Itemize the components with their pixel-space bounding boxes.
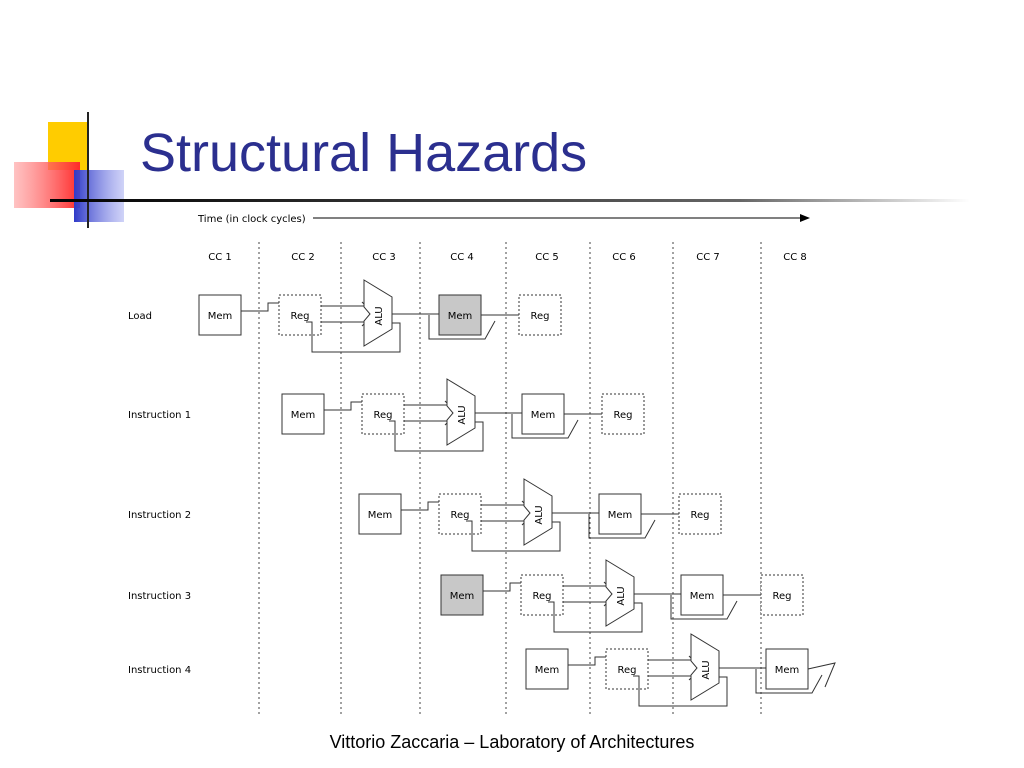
mem-stage-box: [281, 393, 325, 435]
slide-title: Structural Hazards: [140, 123, 588, 183]
mem-stage-box: [440, 574, 484, 616]
title-underline: [50, 199, 970, 202]
logo-blue-square: [74, 170, 124, 222]
connector-line: [324, 401, 362, 411]
reg-stage-box: [278, 294, 322, 336]
reg-stage-label: Reg: [531, 311, 550, 322]
reg-stage-box: [760, 574, 804, 616]
alu-stage-label: ALU: [534, 505, 545, 524]
reg-stage-label: Reg: [614, 410, 633, 421]
mem-stage-label: Mem: [450, 591, 475, 602]
alu-stage-label: ALU: [457, 405, 468, 424]
mem-stage-label: Mem: [291, 410, 316, 421]
instruction-label: Instruction 1: [128, 410, 191, 421]
reg-stage-label: Reg: [773, 591, 792, 602]
connector-line: [466, 520, 561, 552]
reg-stage-box: [438, 493, 482, 535]
connector-line: [755, 669, 823, 694]
decorative-logo: [14, 112, 124, 228]
connector-line: [548, 601, 643, 633]
reg-stage-box: [520, 574, 564, 616]
clock-cycle-label: CC 5: [535, 252, 559, 263]
clock-cycle-label: CC 1: [208, 252, 232, 263]
mem-stage-label: Mem: [775, 665, 800, 676]
reg-stage-label: Reg: [451, 510, 470, 521]
time-axis-arrowhead: [800, 214, 810, 222]
connector-line: [588, 514, 656, 539]
connector-line: [568, 656, 606, 666]
connector-line: [401, 501, 439, 511]
mem-stage-label: Mem: [368, 510, 393, 521]
reg-stage-label: Reg: [374, 410, 393, 421]
alu-stage-shape: [523, 478, 553, 546]
clock-cycle-label: CC 6: [612, 252, 636, 263]
connector-line: [428, 315, 496, 340]
mem-stage-label: Mem: [690, 591, 715, 602]
connector-line: [807, 662, 836, 688]
reg-stage-label: Reg: [533, 591, 552, 602]
alu-stage-shape: [446, 378, 476, 446]
alu-stage-shape: [605, 559, 635, 627]
connector-line: [241, 302, 279, 312]
alu-stage-shape: [690, 633, 720, 701]
mem-stage-label: Mem: [608, 510, 633, 521]
clock-cycle-label: CC 7: [696, 252, 720, 263]
reg-stage-label: Reg: [618, 665, 637, 676]
reg-stage-box: [518, 294, 562, 336]
reg-stage-label: Reg: [291, 311, 310, 322]
slide-footer: Vittorio Zaccaria – Laboratory of Archit…: [329, 732, 695, 752]
mem-stage-label: Mem: [535, 665, 560, 676]
connector-line: [670, 595, 738, 620]
alu-stage-label: ALU: [374, 306, 385, 325]
instruction-label: Load: [128, 311, 152, 322]
mem-stage-label: Mem: [448, 311, 473, 322]
reg-stage-box: [601, 393, 645, 435]
mem-stage-label: Mem: [531, 410, 556, 421]
instruction-label: Instruction 4: [128, 665, 191, 676]
mem-stage-box: [358, 493, 402, 535]
mem-stage-label: Mem: [208, 311, 233, 322]
clock-cycle-label: CC 8: [783, 252, 807, 263]
instruction-label: Instruction 2: [128, 510, 191, 521]
mem-stage-box: [198, 294, 242, 336]
connector-line: [511, 414, 579, 439]
alu-stage-label: ALU: [701, 660, 712, 679]
alu-stage-label: ALU: [616, 586, 627, 605]
instruction-label: Instruction 3: [128, 591, 191, 602]
clock-cycle-label: CC 2: [291, 252, 315, 263]
reg-stage-box: [678, 493, 722, 535]
mem-stage-box: [680, 574, 724, 616]
time-axis-label: Time (in clock cycles): [197, 214, 306, 225]
mem-stage-box: [598, 493, 642, 535]
reg-stage-label: Reg: [691, 510, 710, 521]
clock-cycle-label: CC 4: [450, 252, 474, 263]
connector-line: [483, 582, 521, 592]
connector-line: [633, 675, 728, 707]
reg-stage-box: [605, 648, 649, 690]
connector-line: [306, 321, 401, 353]
connector-line: [389, 420, 484, 452]
reg-stage-box: [361, 393, 405, 435]
mem-stage-box: [765, 648, 809, 690]
mem-stage-box: [438, 294, 482, 336]
mem-stage-box: [525, 648, 569, 690]
clock-cycle-label: CC 3: [372, 252, 396, 263]
alu-stage-shape: [363, 279, 393, 347]
